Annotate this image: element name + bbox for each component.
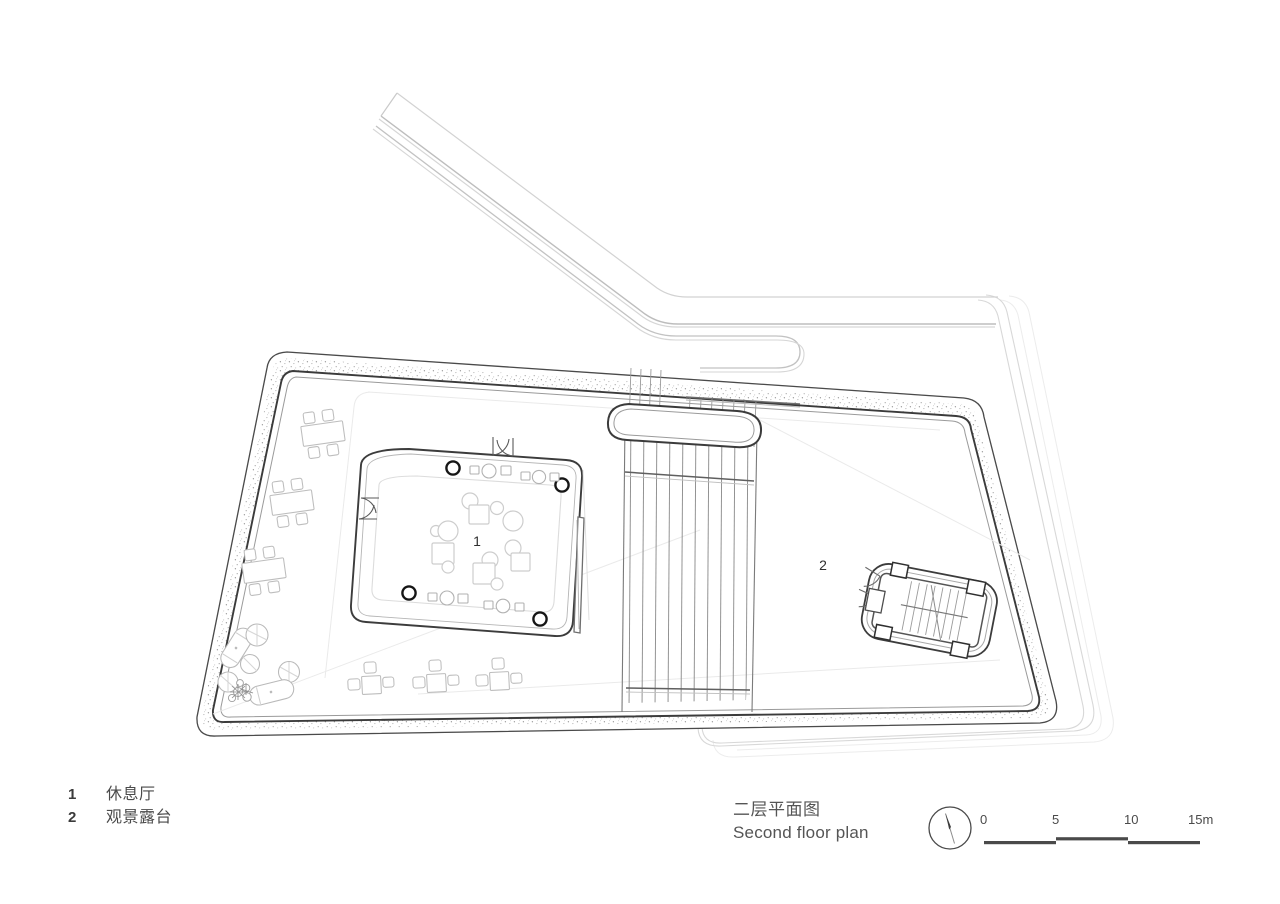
scale-tick-0: 0: [980, 812, 988, 827]
north-arrow-icon: [928, 806, 972, 850]
lounge-wall-units-bottom: [427, 590, 525, 614]
lounge-glass-reveal: [582, 469, 590, 621]
site-context-lines: [712, 295, 1114, 758]
approach-ramp: [372, 92, 998, 373]
scale-bar-graphic: [984, 837, 1200, 845]
terrace-inner-edge-2: [220, 376, 1033, 718]
grand-stair: [606, 367, 801, 713]
legend-label-2: 观景露台: [106, 809, 173, 826]
core-corner-columns: [873, 561, 987, 660]
lounge-wall-units-top: [469, 463, 560, 485]
lounge-door-swings-left: [358, 497, 379, 520]
lounge-seating: [429, 492, 531, 591]
lounge-columns: [401, 460, 570, 627]
terrace-outer-edge: [196, 351, 1058, 737]
scale-tick-5: 5: [1052, 812, 1060, 827]
stair-core: [858, 561, 998, 660]
scale-tick-15: 15m: [1188, 812, 1214, 827]
plan-title-cn: 二层平面图: [733, 800, 821, 819]
legend-item-1: 1 休息厅: [68, 783, 172, 806]
legend-number-2: 2: [68, 809, 77, 826]
legend-item-2: 2 观景露台: [68, 806, 172, 829]
perimeter-path: [696, 294, 1095, 747]
plan-title-en: Second floor plan: [733, 823, 869, 842]
lounge-sliding-door-right: [573, 516, 585, 634]
legend-number-1: 1: [68, 786, 77, 803]
scale-bar: 0 5 10 15m: [980, 812, 1213, 852]
scale-tick-10: 10: [1124, 812, 1139, 827]
cafe-tables-bottom: [347, 657, 523, 695]
lounge-door-swings-top: [492, 437, 514, 457]
dining-tables-left: [241, 408, 346, 596]
room-tag-2: 2: [819, 557, 827, 573]
planters-and-pods: [217, 623, 301, 706]
stair-treads: [628, 420, 749, 703]
lounge-pavilion: 1: [350, 437, 585, 637]
legend-label-1: 休息厅: [106, 786, 156, 803]
shrub-cluster: [227, 679, 254, 703]
title-block: 二层平面图 Second floor plan: [733, 798, 869, 844]
legend: 1 休息厅 2 观景露台: [68, 783, 172, 829]
stair-railing-loop: [606, 402, 763, 449]
room-tag-1: 1: [473, 533, 481, 549]
